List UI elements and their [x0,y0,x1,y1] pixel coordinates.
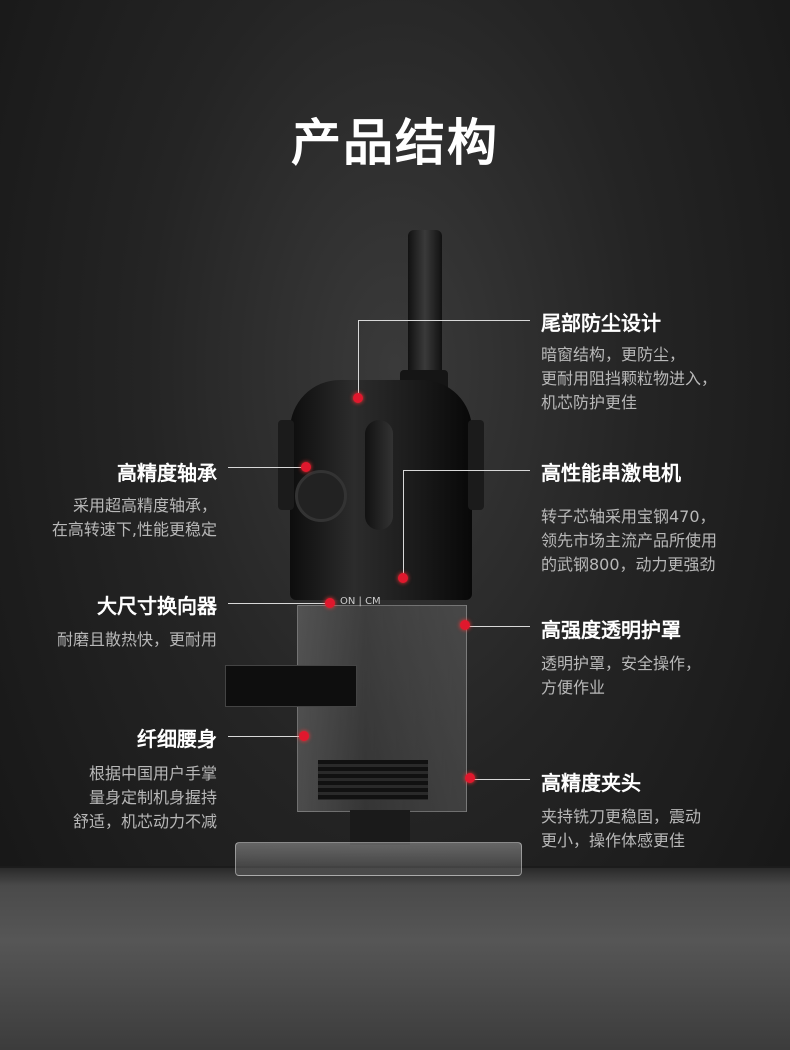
desc-line: 透明护罩，安全操作， [541,654,702,673]
page-title: 产品结构 [291,114,499,172]
feature-desc-guard: 透明护罩，安全操作， 方便作业 [541,652,701,700]
feature-title-commutator: 大尺寸换向器 [97,594,217,618]
leader-line [465,626,530,627]
desc-line: 夹持铣刀更稳固，震动 [541,807,702,826]
desc-line: 采用超高精度轴承， [72,496,217,515]
feature-desc-bearing: 采用超高精度轴承， 在高转速下,性能更稳定 [52,494,217,542]
feature-desc-dustproof: 暗窗结构，更防尘， 更耐用阻挡颗粒物进入， 机芯防护更佳 [541,343,717,415]
marker-dot [465,773,475,783]
marker-dot [299,731,309,741]
feature-title-dustproof: 尾部防尘设计 [541,311,661,335]
feature-title-slim-body: 纤细腰身 [137,727,217,751]
marker-dot [460,620,470,630]
leader-line [228,736,304,737]
leader-line [403,470,530,471]
marker-dot [398,573,408,583]
desc-line: 根据中国用户手掌 [88,764,217,783]
desc-line: 转子芯轴采用宝钢470， [541,507,716,526]
desc-line: 量身定制机身握持 [88,788,217,807]
feature-desc-collet: 夹持铣刀更稳固，震动更小，操作体感更佳 [541,805,701,853]
feature-title-bearing: 高精度轴承 [117,461,217,485]
desc-line: 耐磨且散热快，更耐用 [56,630,217,649]
display-shelf [0,868,790,1050]
marker-dot [301,462,311,472]
feature-desc-motor: 转子芯轴采用宝钢470， 领先市场主流产品所使用的武钢800，动力更强劲 [541,505,717,577]
desc-line: 更小，操作体感更佳 [541,831,686,850]
feature-desc-commutator: 耐磨且散热快，更耐用 [57,628,217,652]
marker-dot [325,598,335,608]
feature-title-motor: 高性能串激电机 [541,461,681,485]
desc-line: 的武钢800，动力更强劲 [541,555,716,574]
switch-marking: ON | CM [340,596,381,607]
desc-line: 机芯防护更佳 [541,393,638,412]
desc-line: 方便作业 [541,678,606,697]
leader-line [228,467,306,468]
feature-desc-slim-body: 根据中国用户手掌量身定制机身握持舒适，机芯动力不减 [73,762,217,834]
leader-line [470,779,530,780]
leader-line [403,470,404,578]
leader-line [358,320,530,321]
desc-line: 更耐用阻挡颗粒物进入， [541,369,718,388]
feature-title-guard: 高强度透明护罩 [541,618,681,642]
marker-dot [353,393,363,403]
leader-line [358,320,359,398]
desc-line: 领先市场主流产品所使用 [541,531,718,550]
desc-line: 在高转速下,性能更稳定 [51,520,217,539]
desc-line: 暗窗结构，更防尘， [541,345,686,364]
desc-line: 舒适，机芯动力不减 [72,812,217,831]
leader-line [228,603,330,604]
feature-title-collet: 高精度夹头 [541,771,641,795]
